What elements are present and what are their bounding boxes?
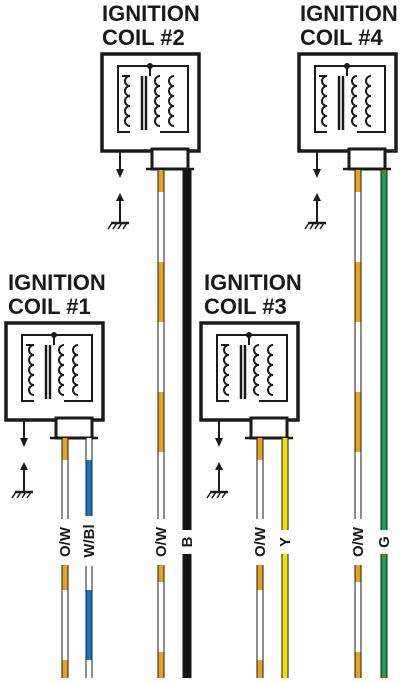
arrow-up-icon xyxy=(215,462,223,470)
coil-4-title-line1: IGNITION xyxy=(300,1,398,26)
ground-hatch xyxy=(309,222,315,230)
connector xyxy=(347,147,387,171)
wire-label-bg xyxy=(252,519,268,565)
ground-hatch xyxy=(117,222,123,230)
connector xyxy=(150,147,190,171)
coil-3-title-line1: IGNITION xyxy=(204,270,302,295)
ground-hatch xyxy=(107,222,113,230)
secondary-winding xyxy=(267,344,274,396)
ground-hatch xyxy=(112,222,118,230)
wire-label-coil-2-ow: O/W xyxy=(153,526,170,557)
ground-hatch xyxy=(221,491,227,499)
primary-winding xyxy=(223,344,230,396)
primary-winding xyxy=(28,344,35,396)
secondary-winding xyxy=(351,75,358,127)
secondary-winding xyxy=(154,75,161,127)
ground-icon xyxy=(206,490,228,499)
primary-lead xyxy=(314,74,327,133)
wire-label-coil-1-ow: O/W xyxy=(57,526,74,557)
coil-2-title-line1: IGNITION xyxy=(102,1,200,26)
arrow-down-icon xyxy=(20,438,28,447)
arrow-up-icon xyxy=(116,193,124,201)
coil-2-title-line2: COIL #2 xyxy=(102,25,185,50)
ground-hatch xyxy=(216,491,222,499)
ground-hatch xyxy=(206,491,212,499)
connector xyxy=(249,416,289,440)
ground-hatch xyxy=(21,491,27,499)
coil-3 xyxy=(199,321,300,499)
wire-label-coil-3-ow: O/W xyxy=(252,526,269,557)
arrow-up-icon xyxy=(313,193,321,201)
ground-hatch xyxy=(304,222,310,230)
primary-lead xyxy=(117,74,130,133)
coil-4 xyxy=(297,52,398,230)
wire-label-coil-3-y: Y xyxy=(277,537,294,547)
wire-label-bg xyxy=(153,519,169,565)
ground-hatch xyxy=(314,222,320,230)
ground-icon xyxy=(107,221,129,230)
wire-label-bg xyxy=(81,516,97,566)
connector xyxy=(54,416,94,440)
primary-winding xyxy=(321,75,328,127)
primary-winding xyxy=(124,75,131,127)
secondary-winding xyxy=(253,344,260,396)
primary-lead xyxy=(21,343,34,402)
arrow-down-icon xyxy=(116,169,124,178)
wire-label-bg xyxy=(57,519,73,565)
secondary-lead xyxy=(259,343,288,402)
secondary-lead xyxy=(357,74,386,133)
wire-label-bg xyxy=(179,530,195,554)
wire-label-bg xyxy=(277,530,293,554)
secondary-winding xyxy=(58,344,65,396)
ground-hatch xyxy=(16,491,22,499)
ground-hatch xyxy=(211,491,217,499)
wire-label-bg xyxy=(350,519,366,565)
wire-label-coil-1-wbl: W/Bl xyxy=(81,524,98,557)
coil-1-title-line2: COIL #1 xyxy=(8,294,91,319)
coil-1-title-line1: IGNITION xyxy=(8,270,106,295)
coil-1 xyxy=(4,321,105,499)
coil-2 xyxy=(100,52,201,230)
secondary-winding xyxy=(72,344,79,396)
primary-lead xyxy=(216,343,229,402)
ground-hatch xyxy=(122,222,128,230)
secondary-winding xyxy=(168,75,175,127)
wire-label-coil-2-b: B xyxy=(179,536,196,547)
coil-4-title-line2: COIL #4 xyxy=(300,25,384,50)
arrow-down-icon xyxy=(215,438,223,447)
wire-label-bg xyxy=(376,530,392,554)
arrow-down-icon xyxy=(313,169,321,178)
ground-hatch xyxy=(11,491,17,499)
ground-hatch xyxy=(319,222,325,230)
ground-hatch xyxy=(26,491,32,499)
arrow-up-icon xyxy=(20,462,28,470)
wire-label-coil-4-ow: O/W xyxy=(350,526,367,557)
coil-3-title-line2: COIL #3 xyxy=(204,294,287,319)
secondary-lead xyxy=(160,74,189,133)
ground-icon xyxy=(304,221,326,230)
wire-label-coil-4-g: G xyxy=(376,536,393,548)
ground-icon xyxy=(11,490,33,499)
secondary-lead xyxy=(64,343,93,402)
secondary-winding xyxy=(365,75,372,127)
wires xyxy=(61,170,388,678)
